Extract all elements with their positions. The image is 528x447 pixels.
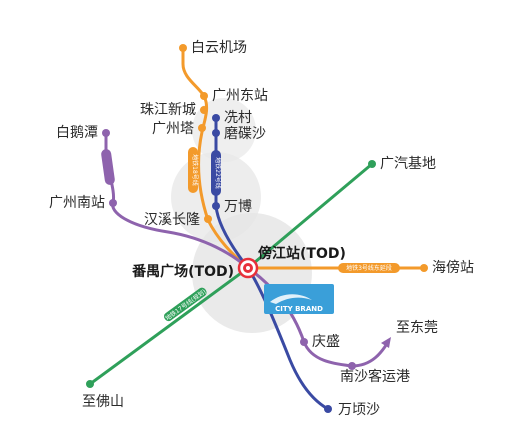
station-dot-qingsheng[interactable]	[300, 338, 308, 346]
station-dot-zhujiang-newtown[interactable]	[200, 106, 208, 114]
label-pangjiang: 傍江站(TOD)	[258, 245, 346, 262]
coverage-circle-top	[192, 98, 256, 162]
station-dot-nansha-port[interactable]	[348, 362, 356, 370]
station-dot-guangzhou-east[interactable]	[200, 92, 208, 100]
label-panyu-square: 番禺广场(TOD)	[131, 263, 234, 280]
station-dot-baietan[interactable]	[102, 129, 110, 137]
line22-tag: 地铁22号线	[211, 150, 222, 196]
line18-tag: 地铁18号线	[188, 147, 199, 193]
label-guangqi-base: 广汽基地	[380, 155, 436, 172]
station-labels: 白云机场 广州东站 珠江新城 广州塔 冼村 磨碟沙 白鹅潭 广州南站 汉溪长隆 …	[49, 40, 474, 418]
label-guangzhou-south: 广州南站	[49, 195, 105, 211]
line18-tag-text: 地铁18号线	[191, 154, 199, 186]
station-dots	[86, 44, 428, 413]
label-baiyun-airport: 白云机场	[191, 40, 247, 56]
line3-tag: 地铁3号线东延段	[338, 263, 400, 273]
hub-station-icon[interactable]	[237, 257, 259, 279]
station-dot-modiesha[interactable]	[212, 129, 220, 137]
line3-tag-text: 地铁3号线东延段	[346, 264, 392, 272]
label-xiancun: 冼村	[224, 110, 252, 126]
station-dot-haipang[interactable]	[420, 264, 428, 272]
station-dot-wanbo[interactable]	[212, 202, 220, 210]
label-modiesha: 磨碟沙	[224, 126, 266, 142]
station-dot-hanxi-changlong[interactable]	[204, 215, 212, 223]
label-qingsheng: 庆盛	[312, 334, 340, 350]
label-to-foshan: 至佛山	[82, 394, 124, 410]
line17-tag-text: 地铁17号线(规划)	[164, 287, 208, 322]
brand-logo-text: CITY BRAND	[275, 305, 323, 313]
station-dot-to-foshan[interactable]	[86, 380, 94, 388]
label-wanbo: 万博	[224, 198, 252, 215]
label-nansha-port: 南沙客运港	[340, 368, 410, 385]
station-dot-guangzhou-tower[interactable]	[198, 124, 206, 132]
station-dot-xiancun[interactable]	[212, 114, 220, 122]
arrow-to-dongguan	[381, 337, 391, 348]
label-zhujiang-newtown: 珠江新城	[140, 102, 196, 118]
label-guangzhou-east: 广州东站	[212, 88, 268, 104]
station-dot-guangzhou-south[interactable]	[109, 199, 117, 207]
label-haipang: 海傍站	[432, 259, 474, 276]
label-guangzhou-tower: 广州塔	[152, 121, 194, 137]
purple-line-tag	[101, 149, 115, 185]
station-dot-wanqingsha[interactable]	[324, 405, 332, 413]
brand-logo: CITY BRAND	[264, 284, 334, 314]
label-baietan: 白鹅潭	[56, 124, 98, 141]
station-dot-baiyun-airport[interactable]	[179, 44, 187, 52]
label-to-dongguan: 至东莞	[396, 320, 438, 336]
line22-tag-text: 地铁22号线	[214, 157, 222, 189]
station-dot-guangqi-base[interactable]	[368, 160, 376, 168]
label-wanqingsha: 万顷沙	[338, 402, 380, 418]
metro-line-orange	[181, 48, 249, 270]
label-hanxi-changlong: 汉溪长隆	[144, 212, 200, 228]
